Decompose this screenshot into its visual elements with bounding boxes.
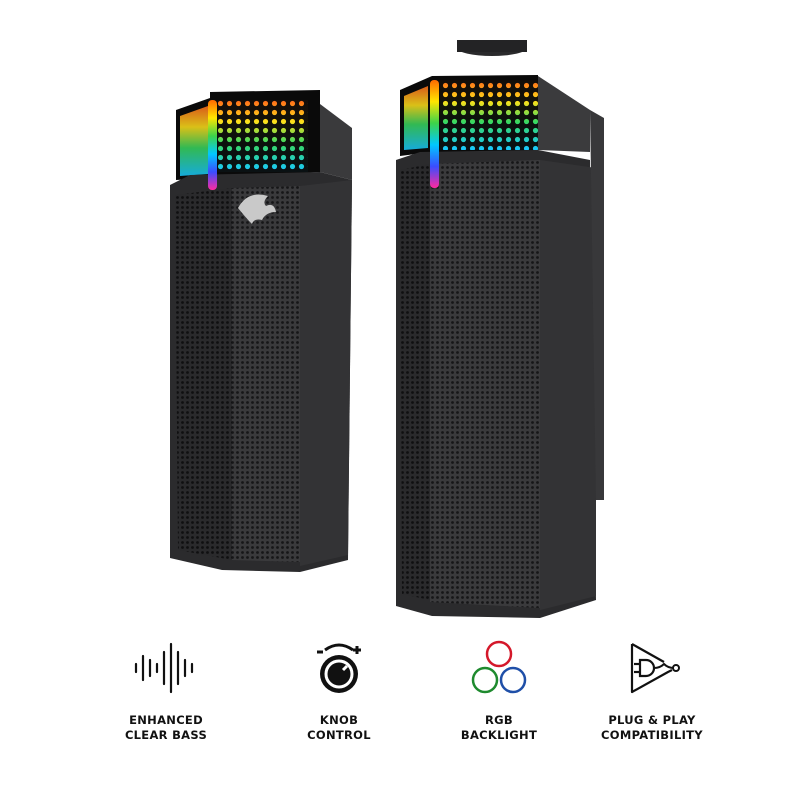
rgb-circles-icon bbox=[419, 630, 579, 705]
left-speaker bbox=[170, 90, 352, 572]
feature-label-line1: KNOB bbox=[319, 713, 359, 727]
plug-play-icon bbox=[572, 630, 732, 705]
feature-label-line1: PLUG & PLAY bbox=[608, 713, 696, 727]
speakers-illustration bbox=[170, 40, 604, 618]
feature-label-line1: ENHANCED bbox=[129, 713, 203, 727]
right-speaker bbox=[396, 40, 604, 618]
sound-wave-icon bbox=[86, 630, 246, 705]
feature-label-line1: RGB bbox=[485, 713, 513, 727]
knob-icon bbox=[259, 630, 419, 705]
feature-label-line2: CLEAR BASS bbox=[124, 728, 208, 742]
feature-label-line2: CONTROL bbox=[307, 728, 371, 742]
feature-label-line2: COMPATIBILITY bbox=[601, 728, 703, 742]
dragon-logo bbox=[238, 194, 276, 224]
feature-label-line2: BACKLIGHT bbox=[460, 728, 538, 742]
